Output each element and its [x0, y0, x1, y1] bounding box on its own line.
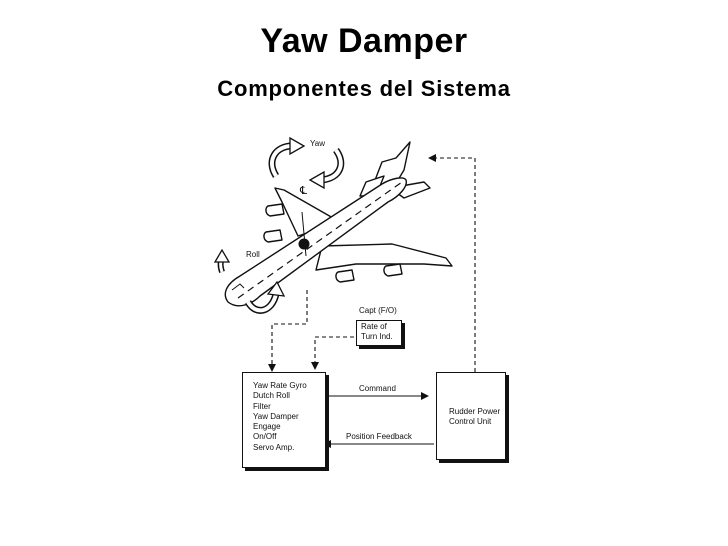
page-title: Yaw Damper [260, 22, 468, 60]
aircraft-drawing [224, 141, 453, 307]
rate-indicator-arrowhead [311, 362, 319, 370]
engine-right-inner [335, 269, 355, 283]
command-label: Command [359, 384, 396, 393]
yaw-damper-computer: Yaw Rate Gyro Dutch Roll Filter Yaw Damp… [242, 372, 326, 468]
aircraft-centerline [237, 181, 403, 299]
rudder-to-tail-path [434, 157, 476, 372]
actuator-line: Control Unit [449, 417, 492, 427]
center-of-gravity [298, 238, 310, 250]
gyro-sense-path [271, 290, 308, 368]
cockpit-window [231, 283, 245, 291]
computer-line: Dutch Roll [253, 391, 290, 401]
roll-arrowhead-left [213, 248, 231, 263]
actuator-line: Rudder Power [449, 407, 501, 416]
panel-label: Capt (F/O) [359, 306, 397, 315]
yaw-arrow-left-inner [270, 144, 293, 178]
roll-arrow-bottom-inner [246, 293, 278, 313]
feedback-label: Position Feedback [346, 432, 412, 441]
rate-indicator-line: Rate of [361, 322, 387, 331]
signal-paths [271, 157, 476, 372]
rate-of-turn-indicator: Rate of Turn Ind. [356, 320, 402, 346]
fuselage [224, 177, 407, 307]
engine-left-outer [265, 203, 285, 217]
engine-right-outer [383, 263, 403, 277]
computer-line: Filter [253, 401, 271, 411]
yaw-arrowhead-left [289, 136, 306, 156]
computer-line: Yaw Damper [253, 411, 299, 421]
centerline-label: ℄ [300, 185, 308, 197]
yaw-label: Yaw [310, 139, 325, 148]
yaw-arrowhead-right [308, 170, 325, 190]
roll-arrowhead-bottom [266, 280, 286, 297]
page-subtitle: Componentes del Sistema [217, 76, 511, 101]
gyro-arrowhead [268, 364, 276, 372]
engine-left-inner [263, 229, 283, 243]
computer-line: Yaw Rate Gyro [253, 381, 307, 390]
roll-label: Roll [246, 250, 260, 259]
rate-indicator-path [314, 336, 354, 364]
computer-line: Engage [253, 422, 281, 432]
rate-indicator-line: Turn Ind. [361, 332, 393, 342]
yaw-arrow-right-inner [321, 148, 343, 182]
right-wing [315, 243, 453, 271]
computer-line: Servo Amp. [253, 442, 295, 452]
rudder-power-control-unit: Rudder Power Control Unit [436, 372, 506, 460]
tail-arrowhead [428, 154, 436, 162]
computer-line: On/Off [253, 432, 277, 442]
